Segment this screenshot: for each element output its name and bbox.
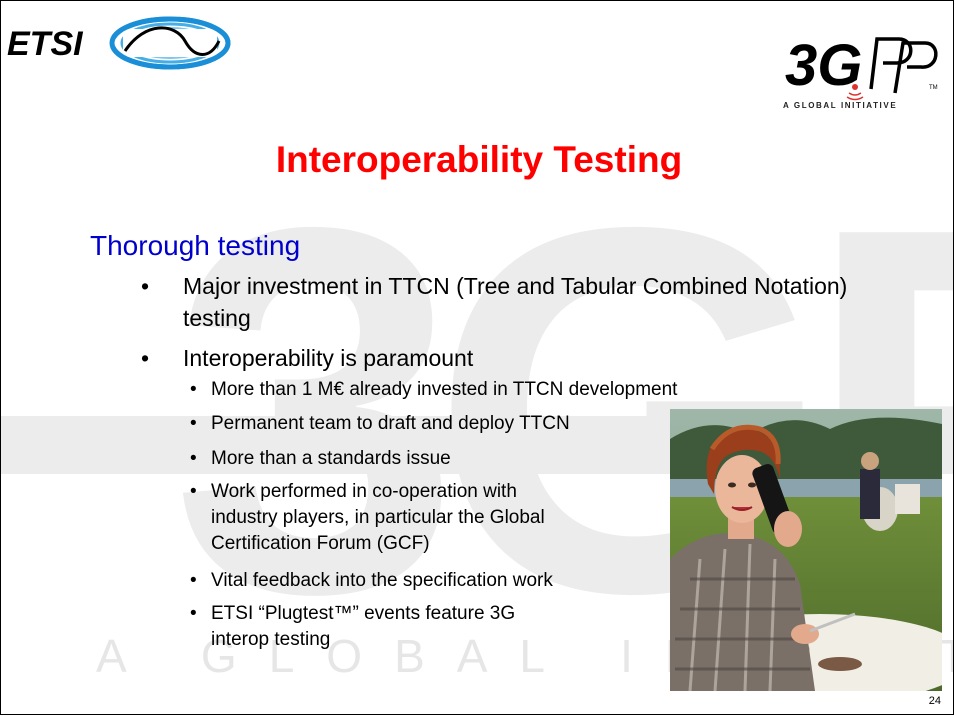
sub-bullet: • Vital feedback into the specification … (190, 568, 660, 594)
bullet-dot-icon: • (190, 379, 197, 400)
3gpp-logo: 3G TM (785, 33, 938, 101)
bullet-dot-icon: • (190, 448, 197, 469)
bullet-text: Interoperability is paramount (183, 345, 474, 371)
section-heading: Thorough testing (90, 230, 301, 261)
bullet-dot-icon: • (141, 345, 150, 371)
bullet-dot-icon: • (141, 273, 150, 299)
etsi-logo-text: ETSI (7, 25, 84, 63)
page-number: 24 (928, 695, 941, 707)
bullet-dot-icon: • (190, 481, 197, 502)
sub-bullet: • More than 1 M€ already invested in TTC… (190, 377, 830, 403)
bullet-interoperability: • Interoperability is paramount (141, 342, 861, 374)
slide-title: Interoperability Testing (275, 139, 683, 180)
sub-bullet-text: More than 1 M€ already invested in TTCN … (211, 379, 678, 400)
sub-bullet-text: Permanent team to draft and deploy TTCN (211, 413, 570, 434)
sub-bullet: • More than a standards issue (190, 446, 650, 472)
etsi-logo: ETSI (7, 16, 231, 70)
photo-woman-on-phone (670, 409, 942, 691)
bullet-dot-icon: • (190, 413, 197, 434)
sub-bullet-text: Work performed in co-operation with indu… (211, 481, 545, 554)
3gpp-tagline: A GLOBAL INITIATIVE (783, 101, 898, 110)
sub-bullet-text: Vital feedback into the specification wo… (211, 570, 553, 591)
bullet-text: Major investment in TTCN (Tree and Tabul… (183, 273, 848, 331)
sub-bullet: • ETSI “Plugtest™” events feature 3G int… (190, 601, 530, 653)
sub-bullet-text: More than a standards issue (211, 448, 451, 469)
bullet-dot-icon: • (190, 603, 197, 624)
3gpp-logo-text: 3G (785, 33, 862, 98)
sub-bullet: • Work performed in co-operation with in… (190, 479, 562, 557)
svg-text:TM: TM (929, 85, 938, 91)
sub-bullet-text: ETSI “Plugtest™” events feature 3G inter… (211, 603, 516, 650)
sub-bullet: • Permanent team to draft and deploy TTC… (190, 411, 670, 437)
bullet-ttcn-investment: • Major investment in TTCN (Tree and Tab… (141, 270, 861, 334)
bullet-dot-icon: • (190, 570, 197, 591)
